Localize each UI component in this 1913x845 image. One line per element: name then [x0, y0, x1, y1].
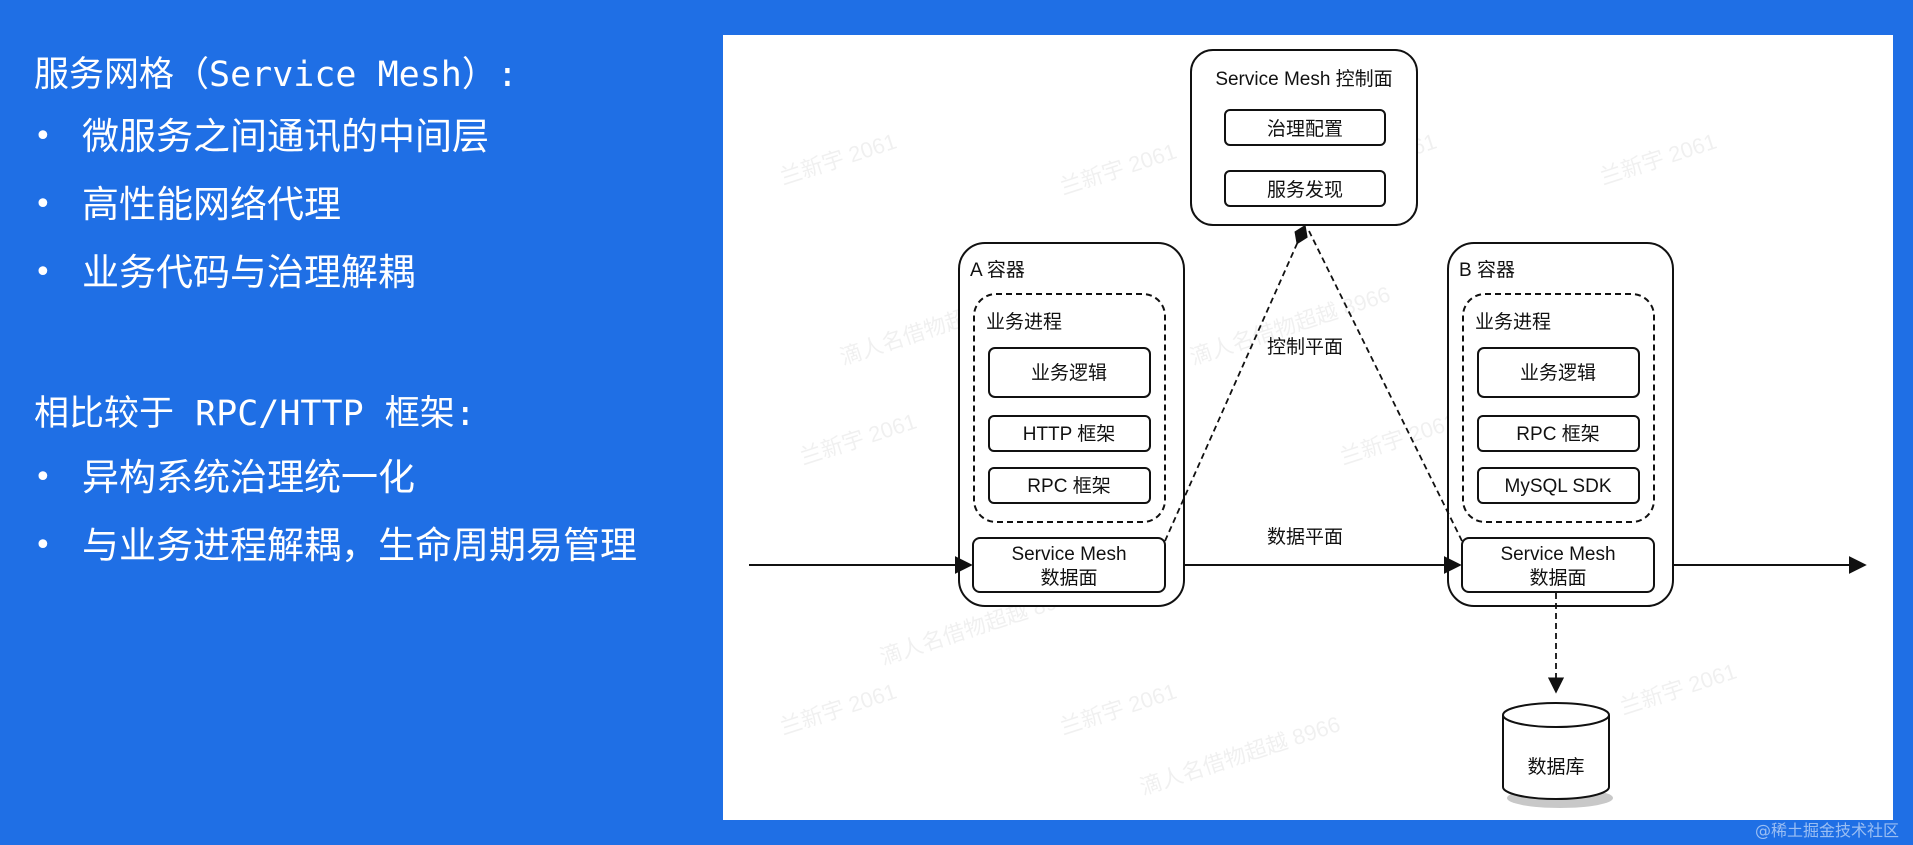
container-a-title: A 容器 [970, 259, 1025, 281]
footer-credit: @稀土掘金技术社区 [1754, 821, 1899, 840]
business-process-a-title: 业务进程 [986, 311, 1062, 333]
watermark: 兰新宇 2061 [797, 409, 920, 470]
mysql-sdk-label: MySQL SDK [1505, 476, 1612, 497]
watermark: 兰新宇 2061 [777, 129, 900, 190]
data-plane-a-box [972, 537, 1166, 593]
rpc-framework-a-label: RPC 框架 [1027, 475, 1110, 497]
http-framework-box [988, 415, 1151, 452]
architecture-diagram: 兰新宇 2061 兰新宇 2061 兰新宇 2061 兰新宇 2061 滴人名借… [723, 35, 1893, 820]
watermark: 兰新宇 2061 [1057, 679, 1180, 740]
business-logic-a-box [988, 347, 1151, 398]
list-item: •微服务之间通讯的中间层 [34, 114, 489, 182]
database: 数据库 [1502, 702, 1613, 808]
watermark: 兰新宇 2061 [1617, 659, 1740, 720]
list-item: •业务代码与治理解耦 [34, 250, 489, 318]
watermark: 兰新宇 2061 [1597, 129, 1720, 190]
bullet-icon: • [34, 255, 52, 290]
list-item: •与业务进程解耦，生命周期易管理 [34, 523, 637, 591]
business-logic-b-box [1477, 347, 1640, 398]
governance-config-label: 治理配置 [1267, 118, 1343, 140]
section-heading-comparison: 相比较于 RPC/HTTP 框架: [34, 394, 476, 434]
bullet-icon: • [34, 119, 52, 154]
rpc-framework-b-label: RPC 框架 [1516, 423, 1599, 445]
data-plane-b-label-line2: 数据面 [1529, 567, 1586, 589]
business-logic-a-label: 业务逻辑 [1031, 362, 1107, 384]
container-b: B 容器 业务进程 业务逻辑 RPC 框架 MySQL SDK Service … [1447, 242, 1674, 607]
list-item: •高性能网络代理 [34, 182, 489, 250]
bullet-icon: • [34, 187, 52, 222]
data-plane-link-label: 数据平面 [1267, 526, 1343, 548]
business-logic-b-label: 业务逻辑 [1520, 362, 1596, 384]
comparison-bullet-list: •异构系统治理统一化 •与业务进程解耦，生命周期易管理 [34, 455, 637, 591]
container-b-title: B 容器 [1459, 259, 1515, 281]
http-framework-label: HTTP 框架 [1023, 423, 1116, 445]
control-plane: Service Mesh 控制面 治理配置 服务发现 [1190, 49, 1418, 226]
left-text-panel: 服务网格（Service Mesh）: •微服务之间通讯的中间层 •高性能网络代… [0, 0, 720, 845]
bullet-icon: • [34, 460, 52, 495]
watermark: 兰新宇 2061 [1337, 409, 1460, 470]
data-plane-a-label-line1: Service Mesh [1011, 544, 1126, 565]
governance-config-box [1224, 109, 1386, 146]
database-body [1502, 715, 1610, 800]
watermark: 滴人名借物超越 8966 [1137, 711, 1344, 799]
control-link-a [1164, 224, 1308, 542]
mysql-sdk-box [1477, 467, 1640, 504]
data-plane-b-box [1461, 537, 1655, 593]
diagram-canvas: 兰新宇 2061 兰新宇 2061 兰新宇 2061 兰新宇 2061 滴人名借… [749, 49, 1867, 808]
service-discovery-box [1224, 170, 1386, 207]
business-process-b-title: 业务进程 [1475, 311, 1551, 333]
control-plane-link-label: 控制平面 [1267, 336, 1343, 358]
watermark: 兰新宇 2061 [777, 679, 900, 740]
container-a: A 容器 业务进程 业务逻辑 HTTP 框架 RPC 框架 Service Me… [958, 242, 1185, 607]
section-heading-service-mesh: 服务网格（Service Mesh）: [34, 55, 518, 95]
rpc-framework-b-box [1477, 415, 1640, 452]
data-plane-a-label-line2: 数据面 [1040, 567, 1097, 589]
service-discovery-label: 服务发现 [1267, 179, 1343, 201]
data-plane-b-label-line1: Service Mesh [1500, 544, 1615, 565]
control-link-b [1308, 230, 1463, 542]
list-item: •异构系统治理统一化 [34, 455, 637, 523]
bullet-icon: • [34, 528, 52, 563]
watermark: 兰新宇 2061 [1057, 139, 1180, 200]
control-plane-title: Service Mesh 控制面 [1215, 68, 1392, 90]
rpc-framework-a-box [988, 467, 1151, 504]
database-label: 数据库 [1527, 756, 1584, 778]
database-top [1502, 702, 1610, 728]
service-mesh-bullet-list: •微服务之间通讯的中间层 •高性能网络代理 •业务代码与治理解耦 [34, 114, 489, 318]
